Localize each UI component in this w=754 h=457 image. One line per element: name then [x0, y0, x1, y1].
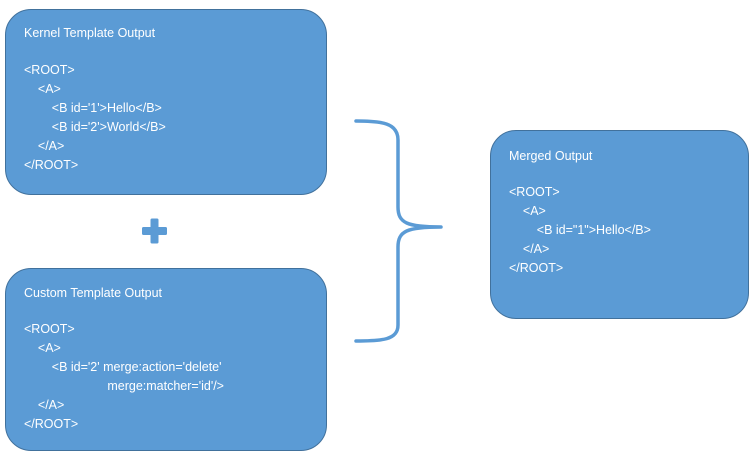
kernel-template-title: Kernel Template Output: [24, 26, 156, 40]
custom-template-code: <ROOT> <A> <B id='2' merge:action='delet…: [24, 322, 224, 431]
custom-template-title: Custom Template Output: [24, 286, 163, 300]
merged-output-code: <ROOT> <A> <B id="1">Hello</B> </A> </RO…: [509, 185, 651, 275]
merged-output-box: Merged Output <ROOT> <A> <B id="1">Hello…: [490, 130, 749, 319]
kernel-template-box: Kernel Template Output <ROOT> <A> <B id=…: [5, 9, 327, 195]
kernel-template-code: <ROOT> <A> <B id='1'>Hello</B> <B id='2'…: [24, 63, 166, 172]
custom-template-box: Custom Template Output <ROOT> <A> <B id=…: [5, 268, 327, 451]
merged-output-title: Merged Output: [509, 149, 593, 163]
right-curly-brace-icon: [354, 119, 443, 343]
plus-icon: [142, 218, 167, 244]
